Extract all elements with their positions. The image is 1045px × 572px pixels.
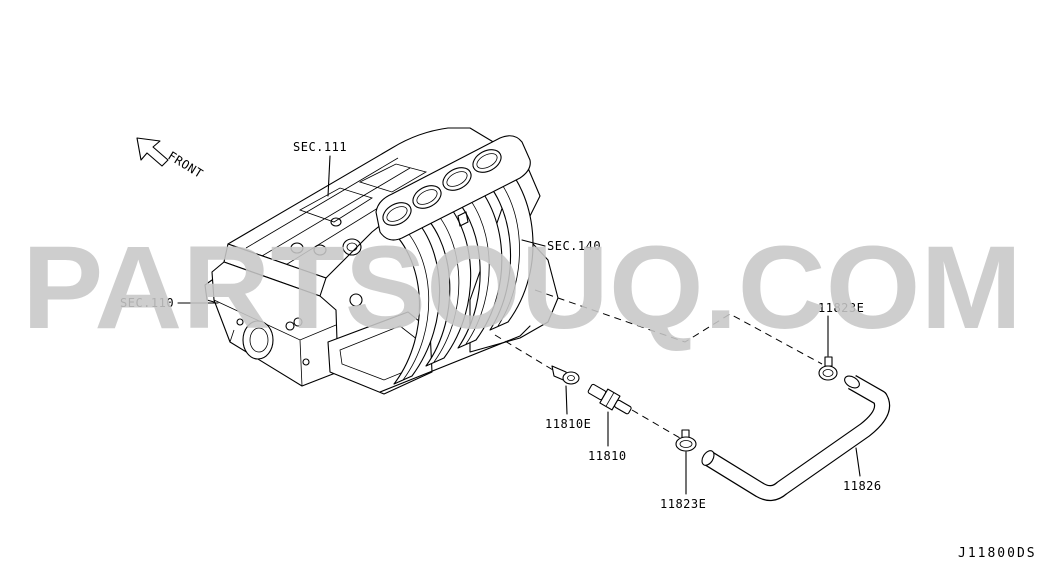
intake-port-2 (412, 185, 442, 209)
dashed-line-valve-clamp (631, 409, 681, 439)
section-ref-140: SEC.140 (547, 239, 601, 253)
spark-plug-boss-2 (313, 244, 327, 256)
bolt-4 (349, 293, 363, 307)
intake-port-3 (442, 167, 472, 191)
head-divider (213, 299, 337, 387)
clamp-upper-tab (824, 356, 833, 367)
assembly-lines (494, 289, 823, 439)
leader-sec-111 (327, 155, 331, 197)
hose-fill (704, 376, 889, 500)
manifold-stud (457, 211, 469, 227)
clamp-upper-ring (818, 365, 838, 381)
clamp-upper-part[interactable] (818, 356, 838, 381)
section-ref-111: SEC.111 (293, 140, 347, 154)
grommet-hole (567, 375, 575, 381)
grommet-flange (562, 371, 580, 385)
oil-filler-cap-inner (346, 242, 358, 252)
intake-port-4-inner (476, 153, 498, 169)
front-arrow: FRONT (136, 137, 206, 181)
cylinder-head (204, 127, 501, 387)
callout-clamp-lower[interactable]: 11823E (660, 497, 706, 511)
section-ref-110: SEC.110 (120, 296, 174, 310)
bolt-5 (293, 317, 303, 327)
pcv-valve-tip (614, 399, 632, 415)
pcv-valve-part[interactable] (586, 381, 634, 418)
spark-plug-boss-1 (290, 242, 304, 254)
runner-2 (415, 195, 472, 367)
callout-clamp-upper[interactable]: 11823E (818, 301, 864, 315)
intake-ports (382, 149, 502, 226)
hose-end-lower (701, 450, 715, 466)
hose-part[interactable] (700, 374, 891, 501)
intake-manifold (327, 135, 559, 395)
pcv-valve-hex-edge (605, 392, 615, 407)
clamp-lower-part[interactable] (675, 429, 697, 452)
labels: SEC.111 SEC.140 SEC.110 11823E 11810E 11… (120, 140, 1037, 561)
head-bracket (204, 279, 215, 303)
cam-seal (242, 320, 274, 360)
runner-1 (385, 213, 441, 385)
runner-4 (475, 159, 534, 331)
leader-hose (855, 447, 861, 477)
valve-cover-ribs (245, 157, 428, 267)
bolt-3 (285, 321, 295, 331)
leader-sec-140 (521, 239, 546, 247)
dashed-line-hose-route (534, 289, 823, 365)
runner-1-edge (397, 221, 430, 381)
leader-grommet (565, 385, 568, 415)
intake-port-1 (382, 202, 412, 226)
callout-pcv-valve[interactable]: 11810 (588, 449, 627, 463)
front-label: FRONT (165, 149, 205, 181)
intake-port-1-inner (386, 206, 408, 222)
plenum-band (379, 325, 531, 393)
grommet-part[interactable] (551, 365, 580, 385)
head-bolt-boss (330, 217, 342, 227)
bolt-1 (236, 318, 244, 326)
callout-grommet[interactable]: 11810E (545, 417, 591, 431)
bolt-2 (302, 358, 310, 366)
runner-3 (445, 177, 503, 349)
cam-seal-inner (249, 327, 269, 353)
callout-hose[interactable]: 11826 (843, 479, 882, 493)
intake-port-4 (472, 149, 502, 173)
diagram-code: J11800DS (958, 546, 1037, 561)
oil-filler-cap (342, 238, 362, 256)
intake-port-2-inner (416, 189, 438, 205)
watermark: PARTSOUQ.COM (22, 222, 1022, 354)
clamp-upper-ring-inner (822, 369, 834, 377)
front-arrow-icon (136, 137, 169, 167)
intake-port-3-inner (446, 171, 468, 187)
clamp-lower-ring-inner (679, 440, 693, 448)
hose-end-upper (844, 375, 860, 389)
leader-lines (177, 155, 861, 495)
clamp-lower-ring (675, 436, 697, 452)
